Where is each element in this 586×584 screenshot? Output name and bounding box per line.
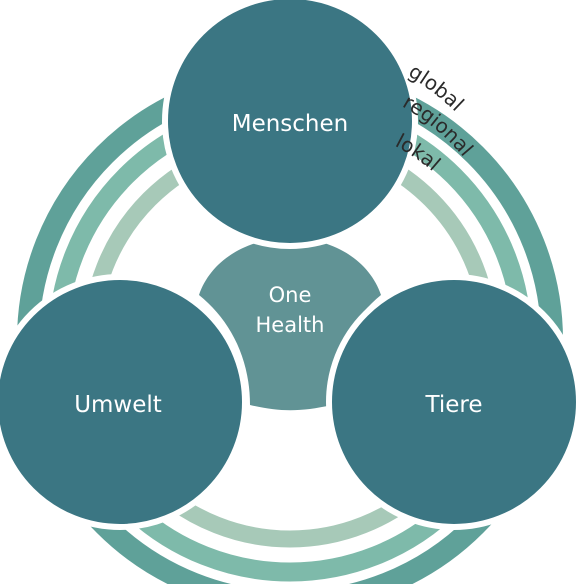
center-label-one: One bbox=[269, 283, 312, 307]
node-tiere-label: Tiere bbox=[425, 392, 483, 418]
node-menschen bbox=[162, 0, 418, 249]
node-tiere bbox=[326, 274, 582, 530]
node-umwelt bbox=[0, 274, 248, 530]
node-menschen-label: Menschen bbox=[232, 111, 349, 137]
center-label-health: Health bbox=[256, 313, 325, 337]
node-umwelt-label: Umwelt bbox=[74, 392, 162, 418]
